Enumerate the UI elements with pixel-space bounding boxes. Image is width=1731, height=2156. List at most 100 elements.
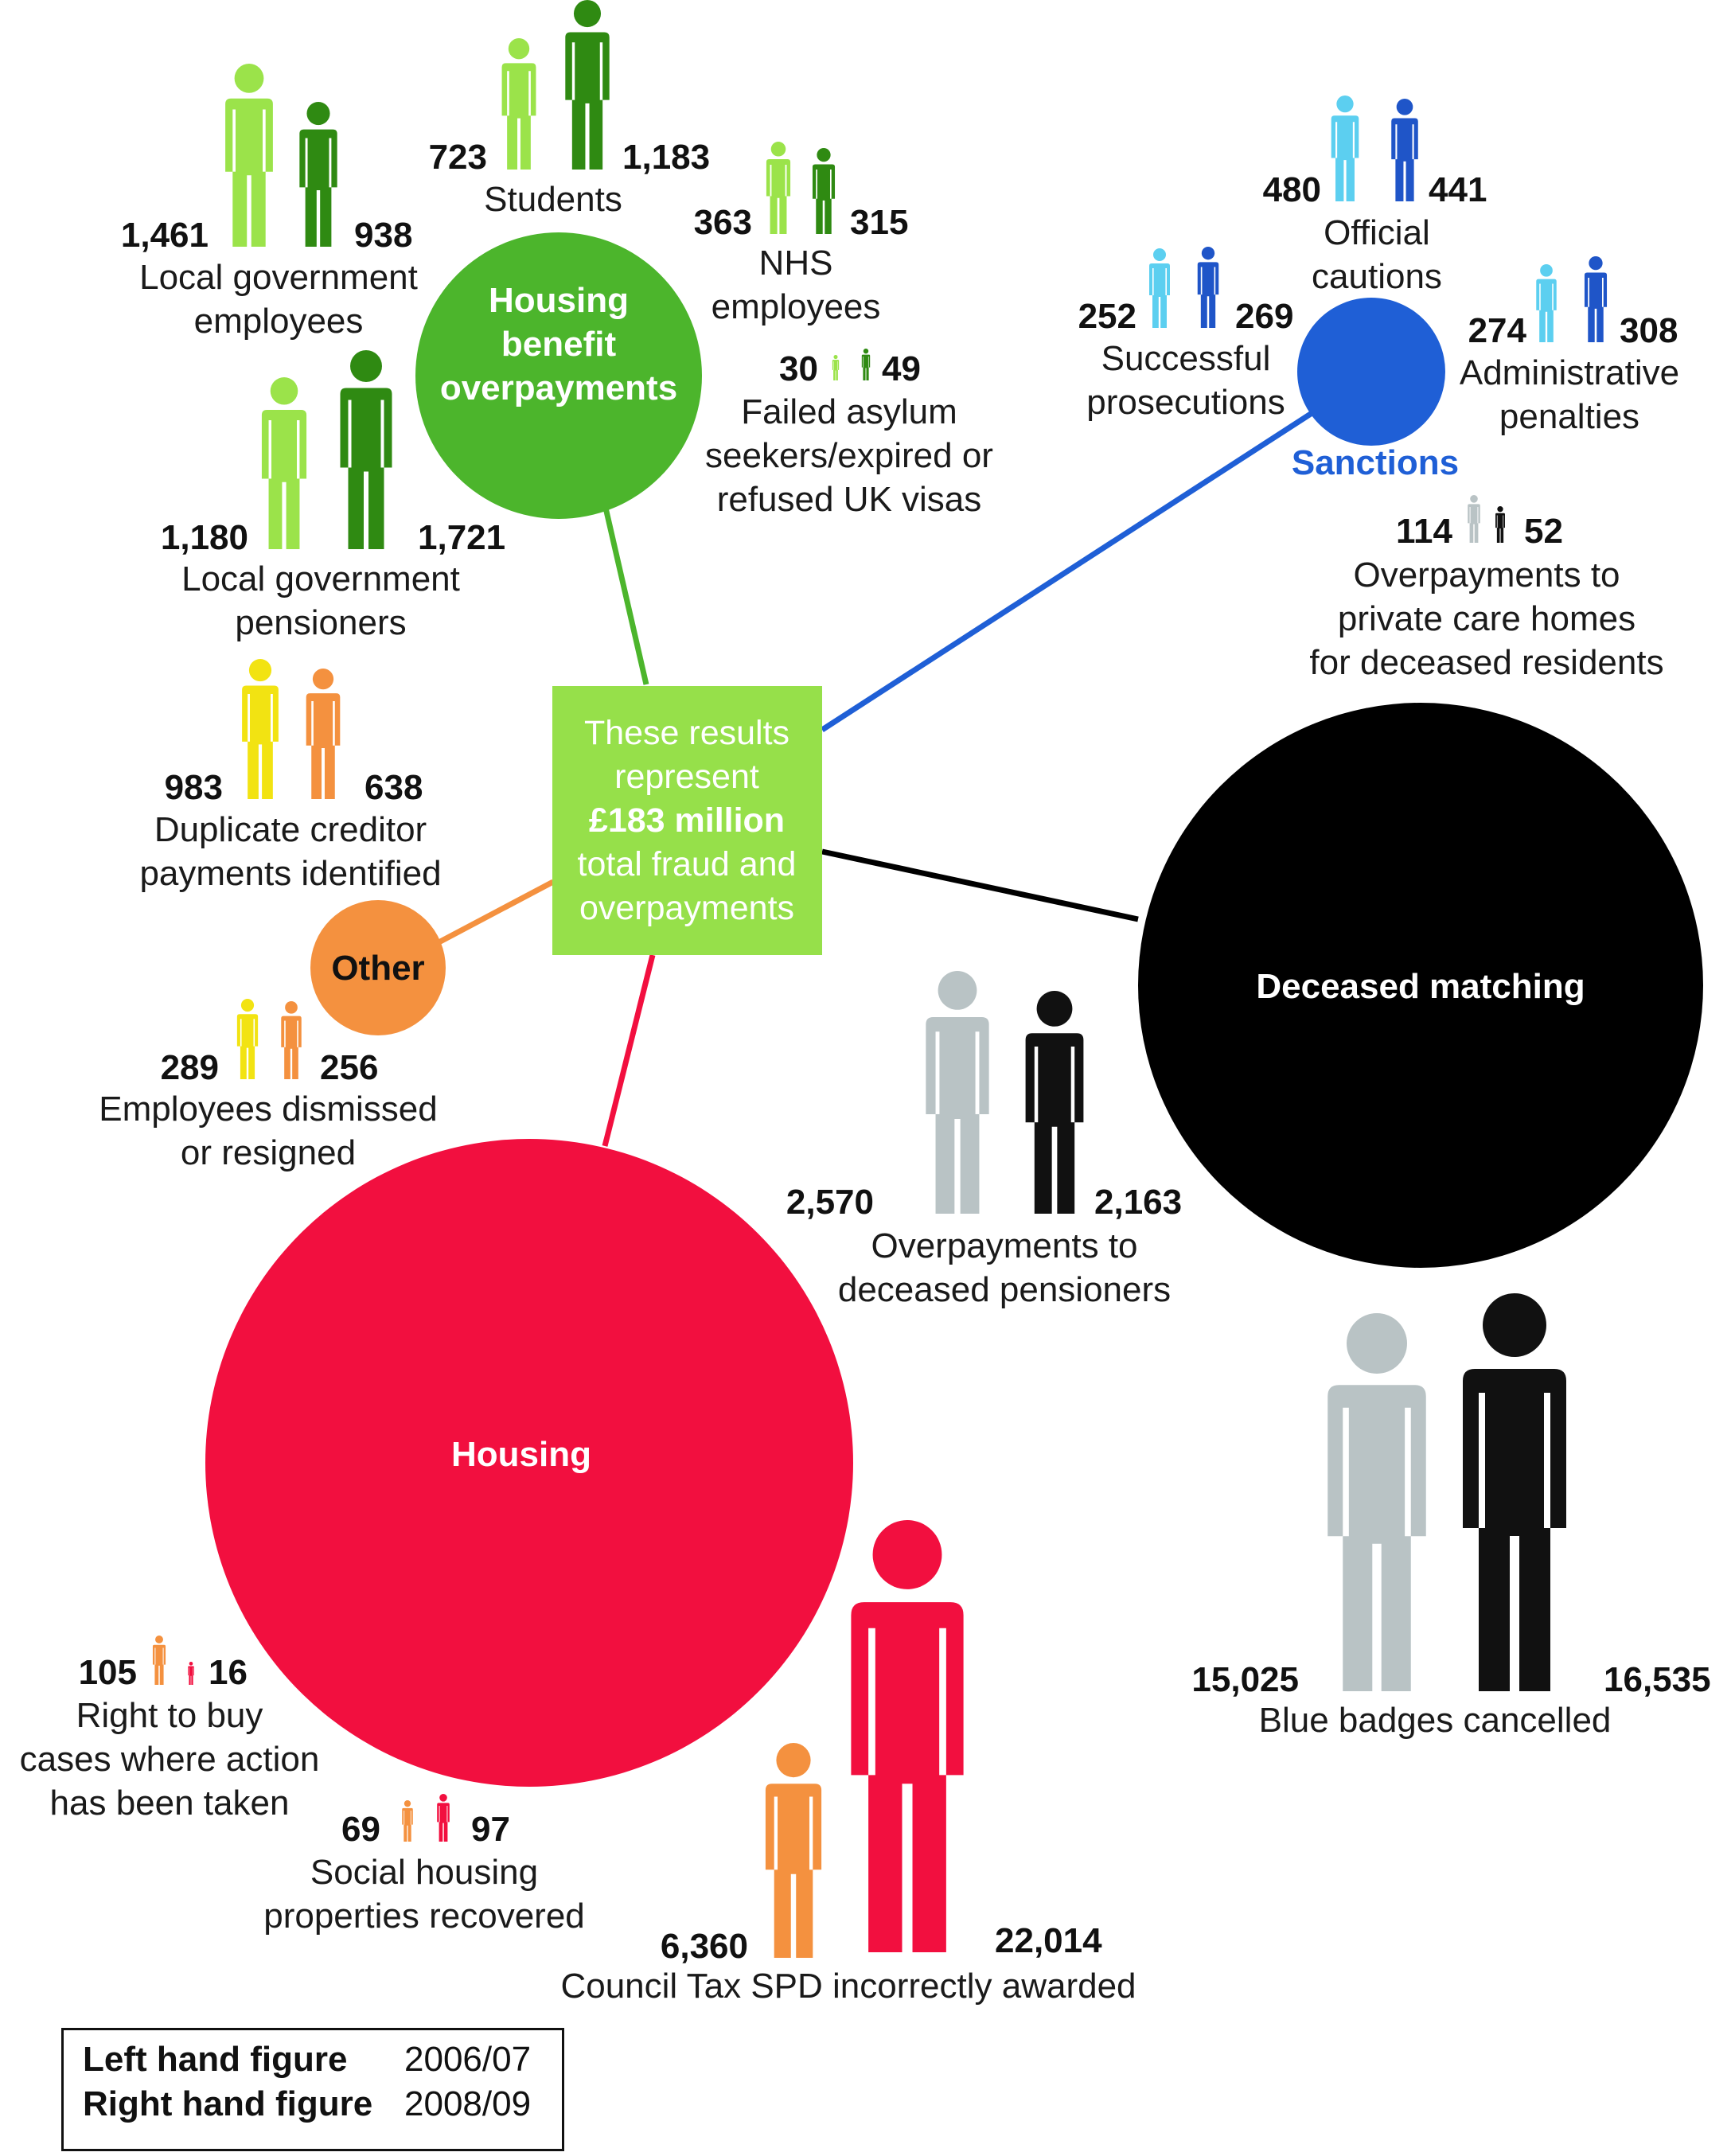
prosecutions-2006-figure — [1149, 248, 1170, 328]
right-to-buy-label-1: Right to buy — [76, 1696, 263, 1735]
person-body — [812, 164, 836, 234]
dismissed-2006-figure — [236, 999, 259, 1079]
person-body — [225, 98, 273, 247]
blue-badges-2008-figure — [1463, 1293, 1566, 1691]
person-arm-gap — [809, 1796, 813, 1870]
person-arm-gap — [837, 361, 838, 370]
connector-lines — [428, 410, 1315, 1147]
care-homes-label-2: private care homes — [1338, 599, 1635, 638]
person-body — [236, 1014, 259, 1079]
person-head — [270, 377, 298, 405]
person-head — [1483, 1293, 1546, 1357]
person-head — [833, 355, 838, 360]
person-body — [188, 1666, 194, 1685]
care-homes-label-3: for deceased residents — [1309, 643, 1663, 682]
person-body — [1331, 115, 1359, 201]
lge-2006-figure — [225, 64, 273, 247]
person-head — [1036, 991, 1073, 1027]
person-head — [248, 659, 272, 682]
deceased-pensioners-label-2: deceased pensioners — [838, 1270, 1171, 1309]
right-to-buy-label-3: has been taken — [50, 1784, 290, 1823]
connector-housing — [602, 954, 656, 1147]
person-body — [1391, 118, 1418, 201]
asylum-2008-figure — [861, 349, 871, 380]
person-arm-gap — [1477, 507, 1479, 524]
care-homes-2008-figure — [1495, 506, 1505, 543]
person-body — [501, 63, 536, 170]
person-arm-gap — [770, 165, 772, 197]
person-arm-gap — [305, 138, 308, 188]
blue-badges-label: Blue badges cancelled — [1259, 1701, 1612, 1740]
person-head — [1589, 256, 1603, 271]
person-arm-gap — [439, 1806, 440, 1823]
person-body — [437, 1803, 450, 1842]
person-body — [1495, 513, 1505, 543]
duplicate-right-value: 638 — [365, 768, 423, 807]
housing-benefit-label-line1: Housing — [489, 281, 629, 320]
person-head — [312, 669, 334, 690]
person-body — [281, 1016, 302, 1079]
dismissed-label-1: Employees dismissed — [99, 1090, 438, 1129]
person-body — [402, 1807, 413, 1842]
connector-other — [428, 879, 555, 950]
person-arm-gap — [268, 420, 272, 479]
council-tax-left-value: 6,360 — [661, 1927, 748, 1966]
person-body — [1536, 279, 1557, 342]
social-housing-2006-figure — [402, 1800, 413, 1842]
asylum-label-3: refused UK visas — [717, 480, 982, 519]
blue-badges-left-value: 15,025 — [1191, 1660, 1299, 1699]
person-arm-gap — [829, 170, 832, 199]
person-head — [573, 0, 602, 28]
prosecutions-2008-figure — [1197, 247, 1219, 328]
person-head — [1336, 96, 1354, 113]
blue-badges-2006-figure — [1327, 1313, 1426, 1691]
person-body — [926, 1016, 989, 1214]
person-body — [832, 360, 840, 380]
person-arm-gap — [507, 71, 509, 116]
housing-benefit-label-line3: overpayments — [440, 368, 677, 407]
person-body — [1025, 1033, 1084, 1214]
prosecutions-label-2: prosecutions — [1086, 383, 1285, 422]
lge-label-2: employees — [194, 302, 364, 341]
person-arm-gap — [1479, 1393, 1485, 1528]
person-head — [863, 349, 869, 354]
person-head — [1153, 248, 1166, 261]
person-body — [766, 159, 791, 234]
person-arm-gap — [868, 1628, 875, 1776]
dismissed-right-value: 256 — [320, 1048, 378, 1087]
right-to-buy-2006-figure — [152, 1636, 166, 1685]
sanctions-label: Sanctions — [1292, 443, 1459, 482]
penalties-label-2: penalties — [1499, 397, 1639, 436]
duplicate-left-value: 983 — [165, 768, 223, 807]
other-circle — [310, 900, 446, 1035]
nhs-2008-figure — [812, 148, 836, 234]
person-arm-gap — [1165, 268, 1167, 295]
center-line-1: These results — [584, 714, 789, 752]
connector-deceased — [821, 848, 1139, 922]
person-arm-gap — [263, 109, 266, 172]
students-2006-figure — [501, 38, 536, 170]
person-arm-gap — [284, 1020, 286, 1047]
person-head — [240, 999, 255, 1012]
social-housing-left-value: 69 — [341, 1810, 380, 1849]
person-arm-gap — [1214, 267, 1216, 295]
penalties-2006-figure — [1536, 264, 1557, 342]
duplicate-2006-figure — [242, 659, 279, 799]
asylum-label-1: Failed asylum — [741, 392, 957, 431]
lgp-left-value: 1,180 — [161, 518, 248, 557]
care-homes-2006-figure — [1468, 495, 1480, 543]
dismissed-label-2: or resigned — [181, 1133, 356, 1172]
person-arm-gap — [380, 400, 384, 468]
person-arm-gap — [785, 165, 787, 197]
penalties-right-value: 308 — [1620, 311, 1678, 350]
right-to-buy-right-value: 16 — [209, 1653, 248, 1692]
person-arm-gap — [1152, 268, 1154, 295]
sanctions-circle — [1297, 298, 1445, 446]
connector-sanctions — [821, 410, 1315, 732]
person-head — [776, 1743, 811, 1778]
person-head — [1201, 247, 1215, 260]
person-body — [1584, 272, 1608, 342]
